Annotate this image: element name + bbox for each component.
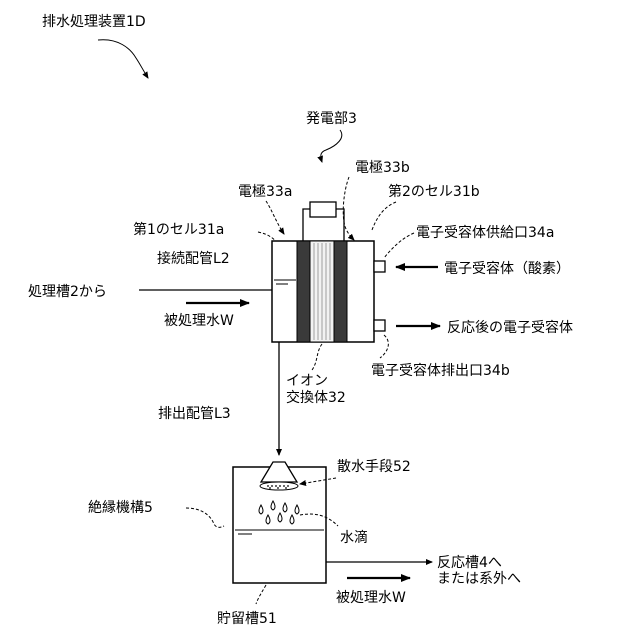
insulation-leader <box>186 508 224 527</box>
acceptor-supply-port-label: 電子受容体供給口34a <box>416 224 554 241</box>
supply-port-leader <box>384 233 414 258</box>
electrode-a <box>297 241 310 342</box>
acceptor-discharge-port-label: 電子受容体排出口34b <box>371 362 510 379</box>
cell2-label: 第2のセル31b <box>388 183 480 200</box>
power-unit-leader <box>321 130 342 162</box>
water-drops-label: 水滴 <box>340 529 368 546</box>
acceptor-out-label: 反応後の電子受容体 <box>447 319 573 336</box>
electrode-a-label: 電極33a <box>238 184 292 200</box>
power-unit-label: 発電部3 <box>306 111 357 127</box>
connection-pipe-label: 接続配管L2 <box>157 250 230 267</box>
ion-exchanger-label-1: イオン <box>286 373 328 389</box>
acceptor-supply-port <box>374 261 385 272</box>
storage-tank-label: 貯留槽51 <box>217 611 277 627</box>
cell1-label: 第1のセル31a <box>133 221 224 238</box>
ion-exchanger-leader <box>312 344 322 370</box>
cell2-leader <box>372 202 396 230</box>
title-leader <box>98 40 148 78</box>
treated-water-in-label: 被処理水W <box>164 313 234 329</box>
electrode-b <box>334 241 347 342</box>
sprinkler-head <box>260 482 298 490</box>
storage-tank-leader <box>256 585 266 604</box>
wire-anode <box>303 209 310 241</box>
electrode-b-label: 電極33b <box>355 160 410 176</box>
electrode-a-leader <box>266 201 284 234</box>
electrode-b-leader <box>343 177 354 240</box>
sprinkler-label: 散水手段52 <box>337 459 411 475</box>
power-generator-box <box>310 202 336 217</box>
to-reaction-label-2: または系外へ <box>437 571 521 587</box>
ion-exchanger-label-2: 交換体32 <box>286 389 346 406</box>
acceptor-in-label: 電子受容体（酸素） <box>444 260 570 277</box>
discharge-pipe-label: 排出配管L3 <box>158 406 231 422</box>
device-title: 排水処理装置1D <box>42 14 146 30</box>
discharge-port-leader <box>380 335 388 358</box>
sprinkler-nozzle <box>261 462 297 482</box>
acceptor-discharge-port <box>374 320 385 331</box>
to-reaction-label-1: 反応槽4へ <box>437 555 502 571</box>
insulation-label: 絶縁機構5 <box>88 500 153 516</box>
treated-water-out-label: 被処理水W <box>336 590 406 606</box>
from-tank-label: 処理槽2から <box>28 284 107 300</box>
